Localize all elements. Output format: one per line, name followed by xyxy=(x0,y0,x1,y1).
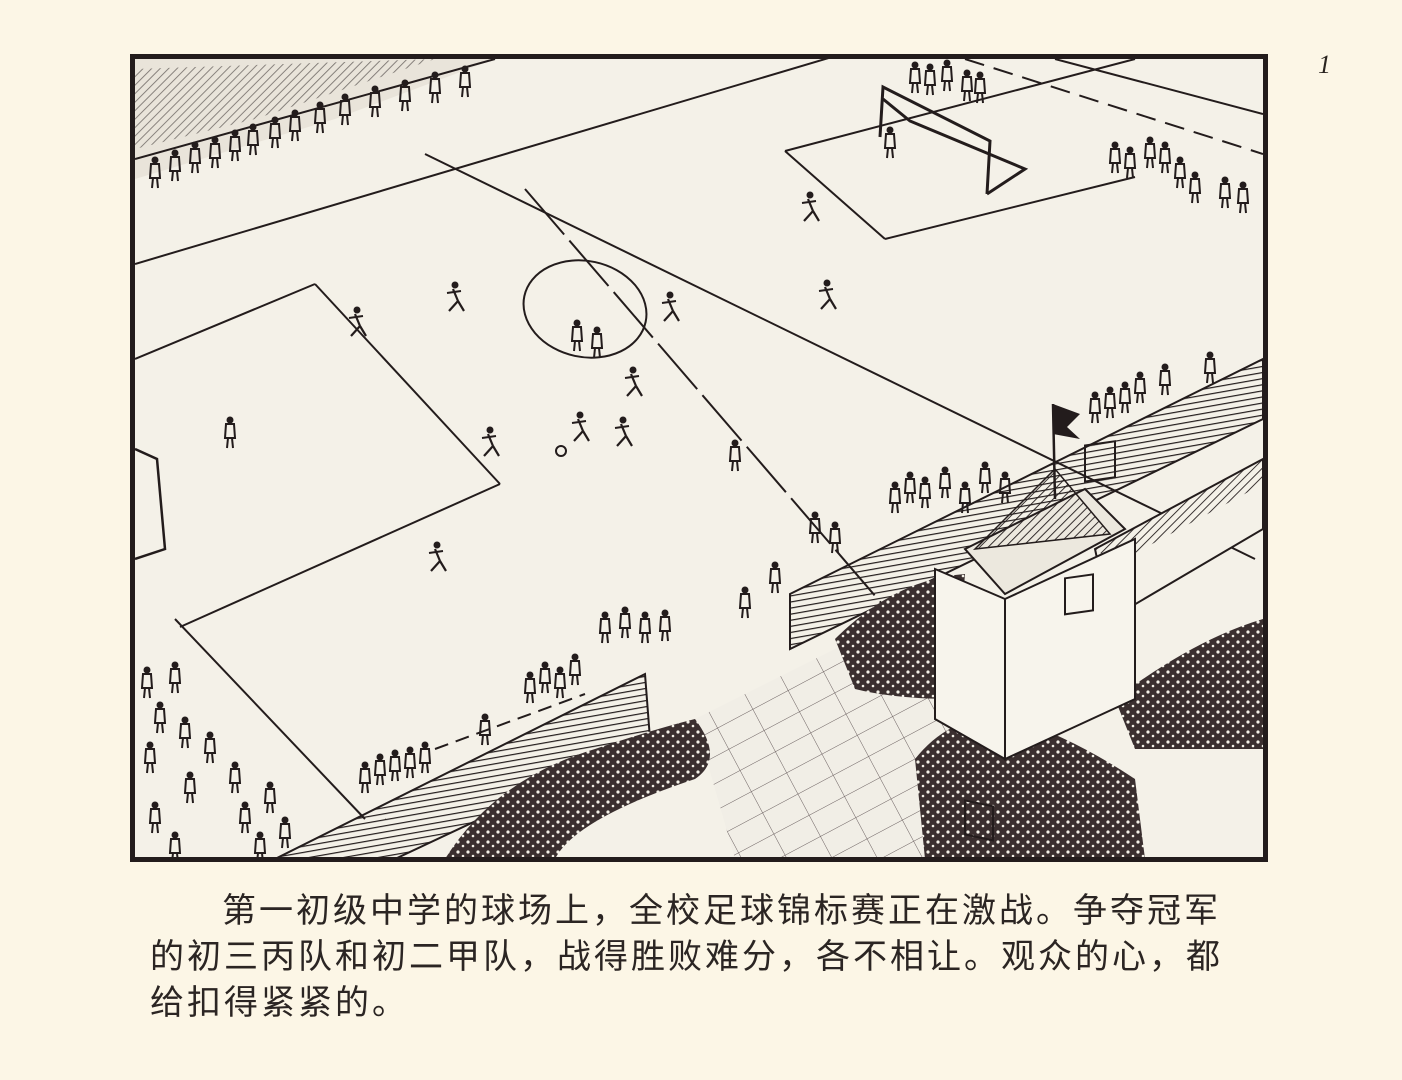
illustration-panel xyxy=(130,54,1268,862)
goal xyxy=(878,84,1029,196)
caption-line-1: 第一初级中学的球场上，全校足球锦标赛正在激战。争夺冠军 xyxy=(222,891,1221,931)
building-with-flag xyxy=(934,403,1263,842)
soccer-match-illustration xyxy=(135,59,1263,857)
soccer-ball xyxy=(555,445,567,457)
spectator-stands xyxy=(135,59,496,189)
caption-line-3: 给扣得紧紧的。 xyxy=(150,983,409,1023)
spectators-lower-left xyxy=(141,660,291,857)
left-goal xyxy=(135,447,167,561)
caption: 第一初级中学的球场上，全校足球锦标赛正在激战。争夺冠军 的初三丙队和初二甲队，战… xyxy=(150,888,1260,1026)
caption-line-2: 的初三丙队和初二甲队，战得胜败难分，各不相让。观众的心，都 xyxy=(150,937,1223,977)
hedges xyxy=(446,574,1263,857)
soccer-field xyxy=(135,59,1263,820)
players xyxy=(224,125,896,573)
page-number: 1 xyxy=(1318,50,1331,79)
